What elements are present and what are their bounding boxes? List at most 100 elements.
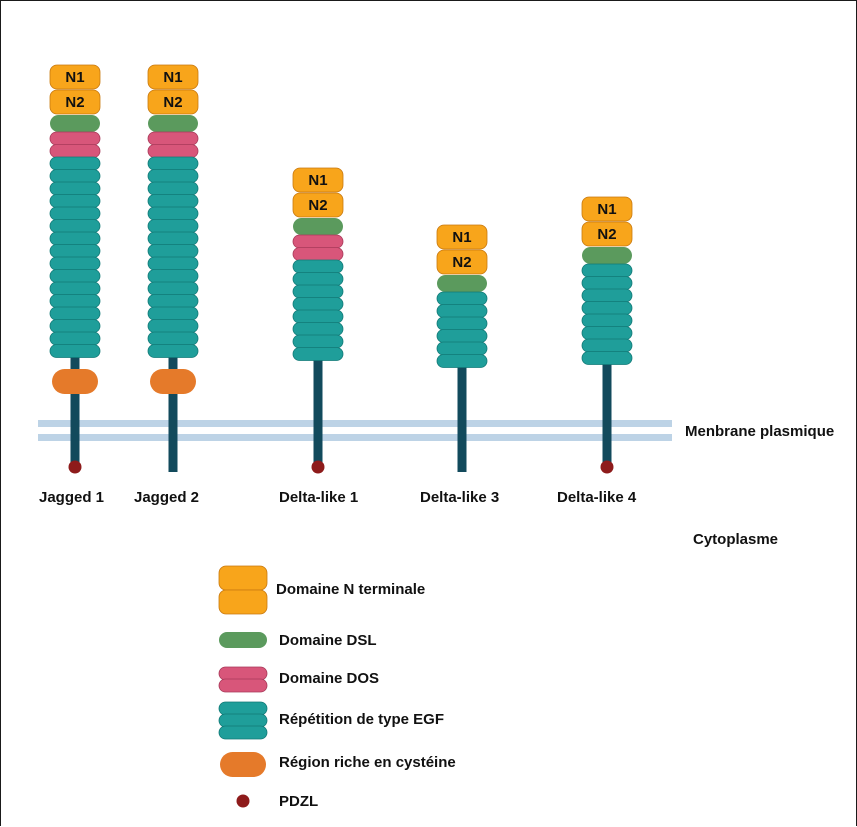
egf-repeat bbox=[147, 244, 199, 258]
dsl-domain bbox=[437, 275, 487, 292]
egf-repeat bbox=[49, 194, 101, 208]
egf-repeat bbox=[147, 306, 199, 321]
dsl-domain bbox=[582, 247, 632, 264]
legend-dos-symbol bbox=[218, 678, 268, 693]
egf-repeat bbox=[49, 281, 101, 296]
egf-repeat bbox=[581, 288, 633, 303]
n2-domain bbox=[436, 249, 488, 275]
n1-label: N1 bbox=[65, 69, 84, 86]
egf-repeat bbox=[49, 181, 101, 196]
n2-domain bbox=[292, 192, 344, 218]
egf-repeat bbox=[49, 244, 101, 258]
egf-repeat bbox=[581, 301, 633, 315]
legend bbox=[218, 565, 268, 808]
dos-repeat bbox=[147, 144, 199, 158]
cytoplasm-label: Cytoplasme bbox=[693, 531, 779, 548]
n2-domain bbox=[49, 89, 101, 115]
egf-repeat bbox=[436, 354, 488, 368]
egf-repeat bbox=[49, 169, 101, 183]
egf-repeat bbox=[436, 304, 488, 318]
egf-repeat bbox=[49, 156, 101, 171]
dos-repeat bbox=[49, 144, 101, 158]
legend-label: Domaine DSL bbox=[279, 632, 377, 649]
egf-repeat bbox=[581, 313, 633, 328]
n1-domain bbox=[436, 224, 488, 250]
egf-repeat bbox=[147, 169, 199, 183]
transmembrane-stalk bbox=[457, 365, 467, 472]
egf-repeat bbox=[581, 276, 633, 290]
egf-repeat bbox=[292, 259, 344, 274]
egf-repeat bbox=[147, 219, 199, 233]
legend-label: Répétition de type EGF bbox=[279, 711, 445, 728]
ligand-label: Jagged 1 bbox=[39, 489, 105, 506]
ligand-label: Delta-like 4 bbox=[557, 489, 637, 506]
dsl-domain bbox=[148, 115, 198, 132]
legend-dos-symbol bbox=[218, 666, 268, 681]
egf-repeat bbox=[147, 231, 199, 246]
cysteine-rich-region bbox=[150, 369, 196, 394]
dos-repeat bbox=[292, 234, 344, 249]
membrane bbox=[38, 420, 672, 441]
egf-repeat bbox=[581, 326, 633, 340]
dos-repeat bbox=[292, 247, 344, 261]
egf-repeat bbox=[147, 344, 199, 358]
legend-cysteine-symbol bbox=[220, 752, 266, 777]
egf-repeat bbox=[49, 206, 101, 221]
n1-domain bbox=[147, 64, 199, 90]
legend-label: Domaine DOS bbox=[279, 670, 380, 687]
egf-repeat bbox=[49, 219, 101, 233]
dos-repeat bbox=[147, 131, 199, 146]
egf-repeat bbox=[49, 319, 101, 333]
n1-label: N1 bbox=[597, 201, 616, 218]
egf-repeat bbox=[147, 281, 199, 296]
pdzl-motif bbox=[600, 460, 614, 474]
egf-repeat bbox=[581, 263, 633, 278]
transmembrane-stalk bbox=[602, 362, 612, 472]
transmembrane-stalk bbox=[168, 355, 178, 472]
dsl-domain bbox=[293, 218, 343, 235]
egf-repeat bbox=[147, 256, 199, 271]
egf-repeat bbox=[436, 316, 488, 331]
egf-repeat bbox=[147, 331, 199, 346]
egf-repeat bbox=[49, 269, 101, 283]
egf-repeat bbox=[292, 322, 344, 336]
legend-egf-symbol bbox=[218, 701, 268, 716]
egf-repeat bbox=[147, 294, 199, 308]
transmembrane-stalk bbox=[70, 355, 80, 472]
n1-label: N1 bbox=[163, 69, 182, 86]
egf-repeat bbox=[49, 231, 101, 246]
n2-label: N2 bbox=[163, 94, 182, 111]
n1-label: N1 bbox=[308, 172, 327, 189]
n2-domain bbox=[147, 89, 199, 115]
egf-repeat bbox=[292, 297, 344, 311]
egf-repeat bbox=[436, 291, 488, 306]
egf-repeat bbox=[49, 344, 101, 358]
n2-label: N2 bbox=[308, 197, 327, 214]
egf-repeat bbox=[147, 194, 199, 208]
egf-repeat bbox=[292, 272, 344, 286]
legend-egf-symbol bbox=[218, 725, 268, 740]
legend-n-terminal-symbol bbox=[218, 589, 268, 615]
ligand-label: Delta-like 3 bbox=[420, 489, 500, 506]
egf-repeat bbox=[436, 329, 488, 343]
n1-label: N1 bbox=[452, 229, 471, 246]
dsl-domain bbox=[50, 115, 100, 132]
egf-repeat bbox=[49, 294, 101, 308]
egf-repeat bbox=[581, 338, 633, 353]
egf-repeat bbox=[292, 334, 344, 349]
transmembrane-stalk bbox=[313, 358, 323, 472]
egf-repeat bbox=[292, 309, 344, 324]
cysteine-rich-region bbox=[52, 369, 98, 394]
dos-repeat bbox=[49, 131, 101, 146]
legend-label: PDZL bbox=[279, 793, 319, 810]
ligand-label: Jagged 2 bbox=[134, 489, 200, 506]
n2-label: N2 bbox=[65, 94, 84, 111]
pdzl-motif bbox=[311, 460, 325, 474]
legend-label: Région riche en cystéine bbox=[279, 754, 456, 771]
